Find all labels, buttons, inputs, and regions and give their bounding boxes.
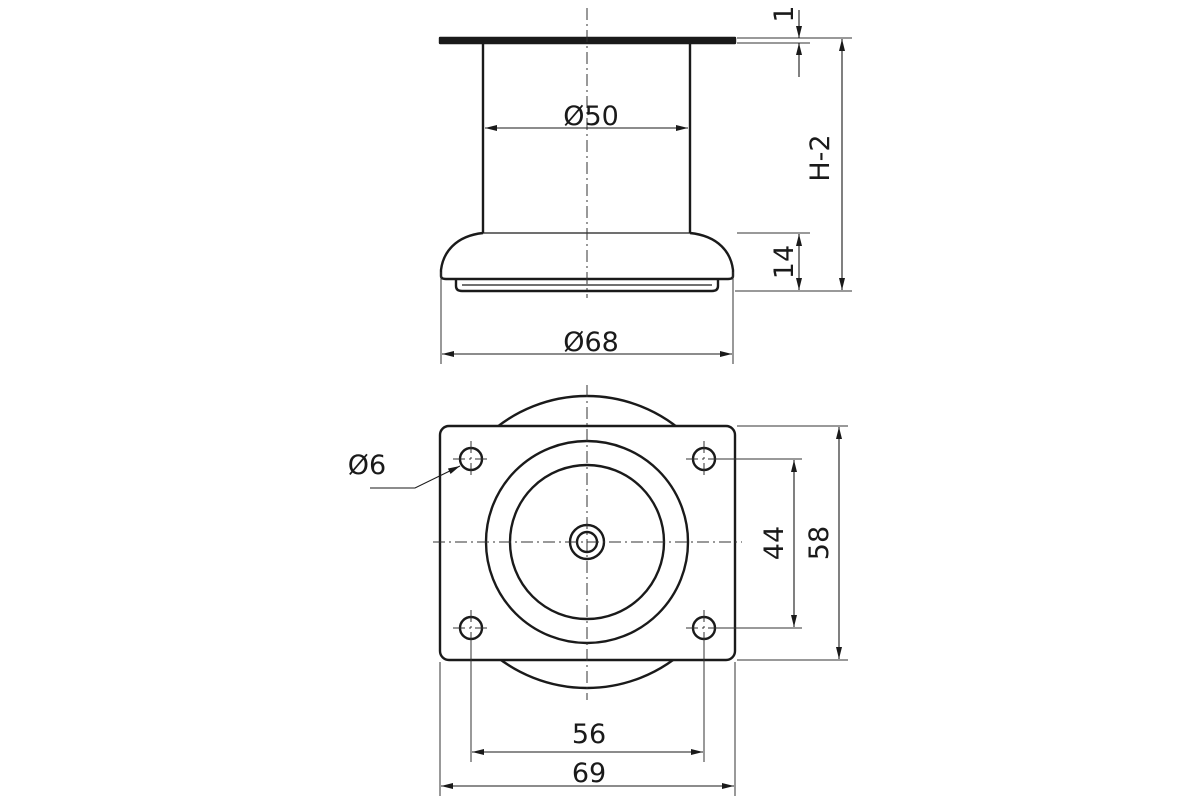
label-shaft-diameter: Ø50 [563, 101, 619, 132]
label-base-height: 14 [769, 245, 800, 279]
label-base-diameter: Ø68 [563, 327, 619, 358]
leg-shaft [481, 43, 692, 233]
label-plate-width: 69 [572, 758, 606, 789]
glide-pad [454, 279, 720, 293]
label-hole-spacing-vertical: 44 [759, 526, 790, 560]
top-view: Ø6 44 58 56 69 [348, 385, 848, 796]
label-hole-spacing-horizontal: 56 [572, 719, 606, 750]
label-height: H-2 [805, 134, 836, 181]
label-plate-height: 58 [804, 526, 835, 560]
mounting-holes [453, 441, 722, 646]
hole-diameter-leader [370, 465, 461, 489]
side-view: Ø50 Ø68 1 14 H-2 [438, 5, 852, 364]
label-plate-thickness: 1 [769, 5, 800, 22]
label-hole-diameter: Ø6 [348, 450, 386, 481]
